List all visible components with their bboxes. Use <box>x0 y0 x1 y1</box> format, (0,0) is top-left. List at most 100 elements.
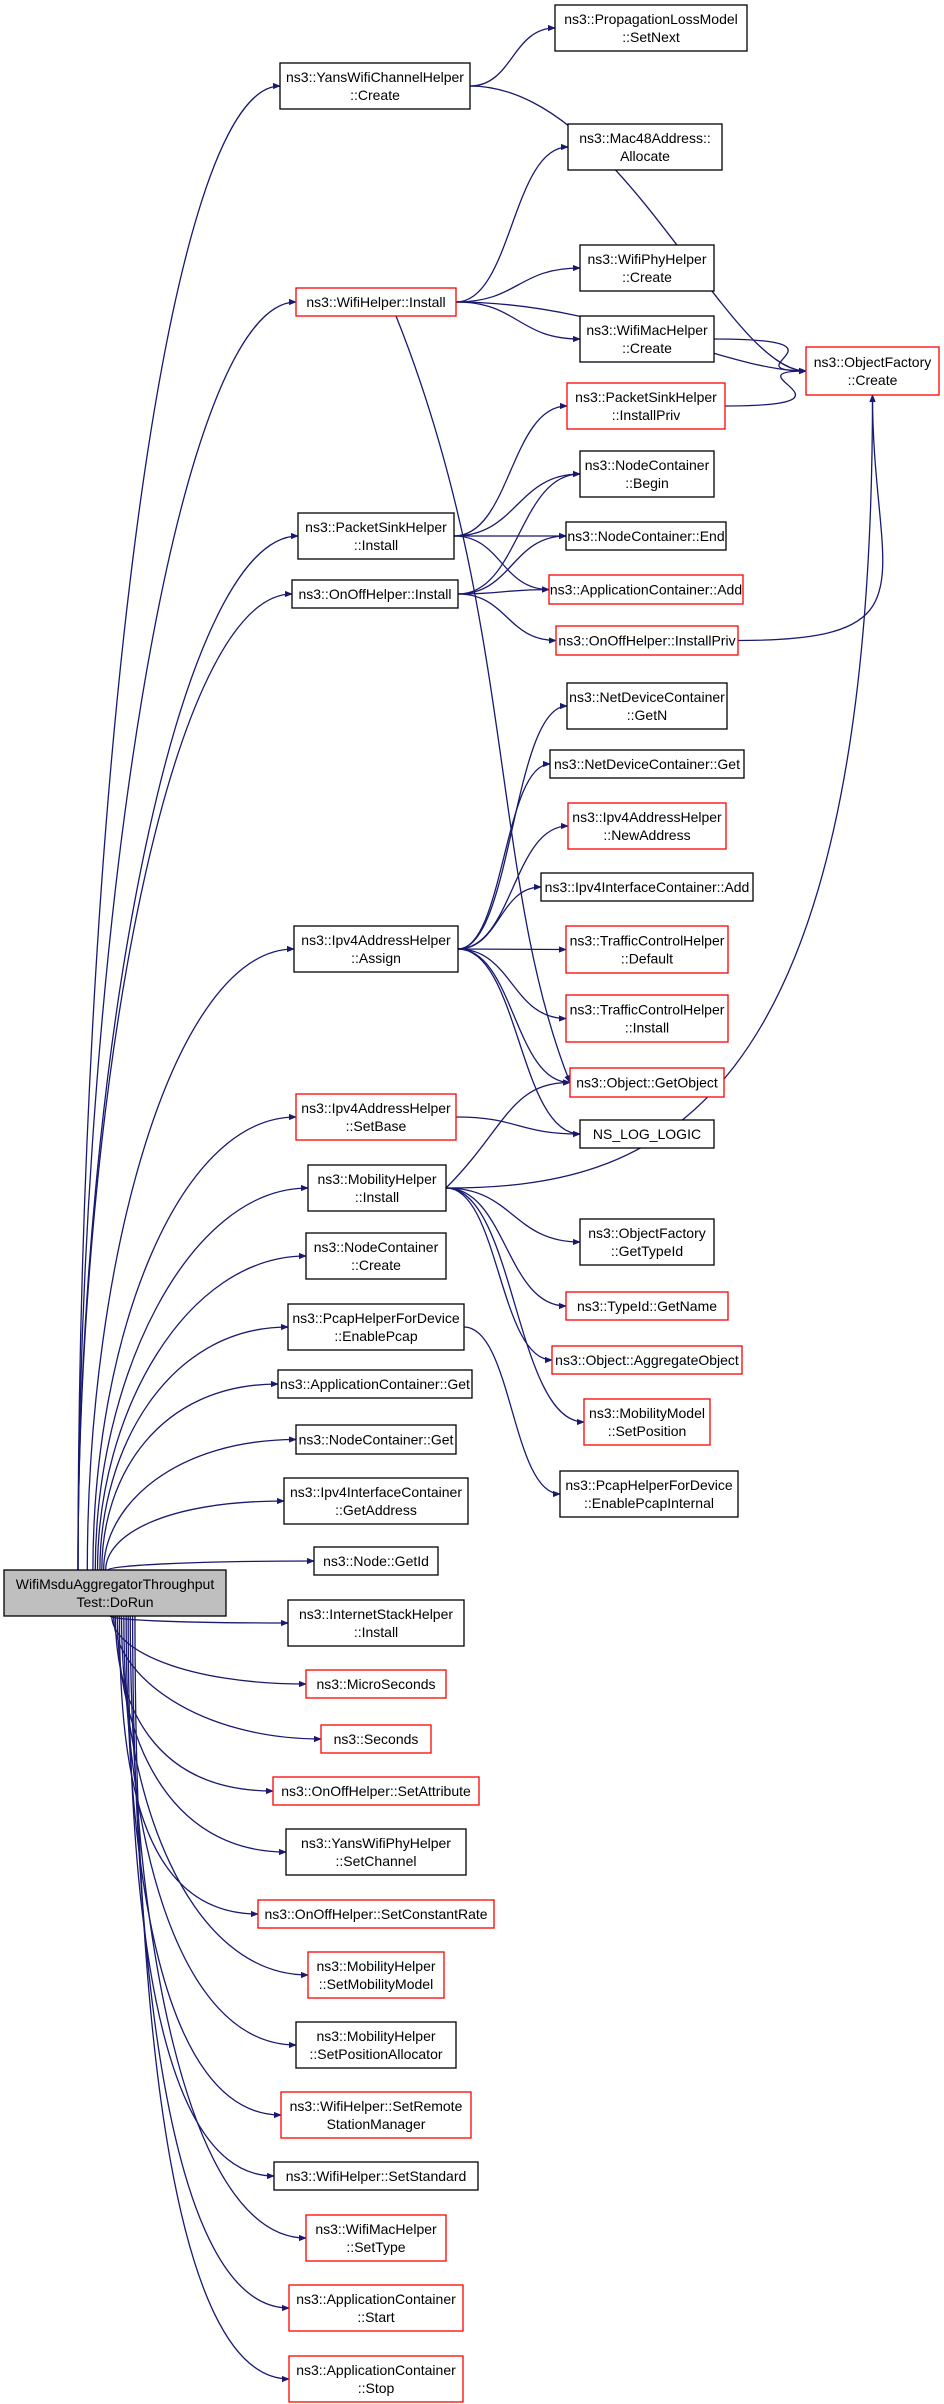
node-box <box>566 382 726 430</box>
node-box <box>295 1093 457 1141</box>
node-onoff-installpriv[interactable]: ns3::OnOffHelper::InstallPriv <box>555 625 739 656</box>
node-packetsink-install[interactable]: ns3::PacketSinkHelper::Install <box>297 512 455 560</box>
node-box <box>277 1369 473 1399</box>
node-nodecontainer-end[interactable]: ns3::NodeContainer::End <box>565 521 727 551</box>
node-box <box>295 2021 457 2069</box>
node-box <box>551 1345 743 1375</box>
node-wifi-install[interactable]: ns3::WifiHelper::Install <box>295 287 457 317</box>
node-box <box>280 2091 472 2139</box>
node-mobility-setposalloc[interactable]: ns3::MobilityHelper::SetPositionAllocato… <box>295 2021 457 2069</box>
node-internetstack-install[interactable]: ns3::InternetStackHelper::Install <box>287 1599 465 1647</box>
node-appcontainer-add[interactable]: ns3::ApplicationContainer::Add <box>548 574 744 605</box>
node-label: ::Begin <box>625 475 669 491</box>
node-box <box>583 1398 711 1446</box>
node-onoff-setconstantrate[interactable]: ns3::OnOffHelper::SetConstantRate <box>257 1899 495 1929</box>
node-label: ns3::ObjectFactory <box>814 354 932 370</box>
node-box <box>565 521 727 551</box>
node-nodecontainer-begin[interactable]: ns3::NodeContainer::Begin <box>579 450 715 498</box>
node-label: ::GetN <box>627 707 667 723</box>
node-packetsink-installpriv[interactable]: ns3::PacketSinkHelper::InstallPriv <box>566 382 726 430</box>
node-netdev-get[interactable]: ns3::NetDeviceContainer::Get <box>549 749 745 779</box>
node-label: ::Start <box>357 2309 394 2325</box>
node-label: ::Create <box>351 1257 401 1273</box>
node-label: StationManager <box>327 2116 426 2132</box>
node-label: ns3::ObjectFactory <box>588 1225 706 1241</box>
node-nodecontainer-create[interactable]: ns3::NodeContainer::Create <box>305 1232 447 1280</box>
node-microseconds[interactable]: ns3::MicroSeconds <box>305 1669 447 1699</box>
node-label: ns3::MicroSeconds <box>316 1676 435 1692</box>
node-mobilitymodel-setposition[interactable]: ns3::MobilityModel::SetPosition <box>583 1398 711 1446</box>
node-tc-install[interactable]: ns3::TrafficControlHelper::Install <box>565 994 729 1043</box>
edge-root-to-wifi-setremote <box>125 1615 282 2119</box>
edge-wifi-install-to-wifiphy-create <box>455 264 581 303</box>
node-node-getid[interactable]: ns3::Node::GetId <box>313 1546 439 1576</box>
edge-yans-channel-create-to-objfactory-create <box>469 85 807 375</box>
node-ipv4addr-setbase[interactable]: ns3::Ipv4AddressHelper::SetBase <box>295 1093 457 1141</box>
node-object-getobject[interactable]: ns3::Object::GetObject <box>569 1067 725 1098</box>
node-label: ns3::Ipv4AddressHelper <box>301 1100 451 1116</box>
node-label: ::SetPositionAllocator <box>309 2046 442 2062</box>
node-nodecontainer-get[interactable]: ns3::NodeContainer::Get <box>295 1424 457 1455</box>
node-box <box>565 1291 729 1321</box>
node-box <box>305 2214 447 2262</box>
edge-ipv4addr-assign-to-tc-default <box>457 946 567 953</box>
node-wifimac-settype[interactable]: ns3::WifiMacHelper::SetType <box>305 2214 447 2262</box>
node-ipv4addr-newaddress[interactable]: ns3::Ipv4AddressHelper::NewAddress <box>567 802 727 850</box>
node-label: ::SetNext <box>622 29 680 45</box>
node-yansphy-setchannel[interactable]: ns3::YansWifiPhyHelper::SetChannel <box>285 1828 467 1876</box>
node-wifimac-create[interactable]: ns3::WifiMacHelper::Create <box>579 315 715 363</box>
node-appcontainer-get[interactable]: ns3::ApplicationContainer::Get <box>277 1369 473 1399</box>
node-pcap-enablepcap[interactable]: ns3::PcapHelperForDevice::EnablePcap <box>287 1303 465 1351</box>
node-netdev-getn[interactable]: ns3::NetDeviceContainer::GetN <box>566 682 728 730</box>
node-label: ::GetAddress <box>335 1502 417 1518</box>
node-ipv4if-add[interactable]: ns3::Ipv4InterfaceContainer::Add <box>540 872 754 902</box>
node-mac48-allocate[interactable]: ns3::Mac48Address::Allocate <box>567 123 723 171</box>
node-label: ns3::NodeContainer::End <box>567 528 724 544</box>
node-box <box>579 315 715 363</box>
node-pcap-enablepcapinternal[interactable]: ns3::PcapHelperForDevice::EnablePcapInte… <box>559 1470 739 1518</box>
edge-root-to-pcap-enablepcap <box>99 1323 289 1571</box>
edge-root-to-packetsink-install <box>77 532 299 1571</box>
node-box <box>297 512 455 560</box>
node-label: ns3::YansWifiChannelHelper <box>286 69 464 85</box>
node-wifiphy-create[interactable]: ns3::WifiPhyHelper::Create <box>579 244 715 292</box>
node-appcontainer-start[interactable]: ns3::ApplicationContainer::Start <box>288 2284 464 2332</box>
node-label: ns3::NodeContainer <box>585 457 710 473</box>
node-onoff-install[interactable]: ns3::OnOffHelper::Install <box>291 579 459 609</box>
node-ipv4if-getaddress[interactable]: ns3::Ipv4InterfaceContainer::GetAddress <box>283 1477 469 1525</box>
node-ipv4addr-assign[interactable]: ns3::Ipv4AddressHelper::Assign <box>293 925 459 973</box>
edge-root-to-ipv4addr-setbase <box>92 1113 297 1571</box>
node-tc-default[interactable]: ns3::TrafficControlHelper::Default <box>565 925 729 974</box>
node-objfactory-create[interactable]: ns3::ObjectFactory::Create <box>805 346 940 396</box>
node-onoff-setattribute[interactable]: ns3::OnOffHelper::SetAttribute <box>272 1776 480 1806</box>
node-label: ns3::Object::GetObject <box>576 1075 718 1091</box>
node-seconds[interactable]: ns3::Seconds <box>320 1724 432 1754</box>
node-label: ns3::InternetStackHelper <box>299 1606 453 1622</box>
node-typeid-getname[interactable]: ns3::TypeId::GetName <box>565 1291 729 1321</box>
edge-mobility-install-to-object-getobject <box>445 1079 571 1189</box>
node-prop-setnext[interactable]: ns3::PropagationLossModel::SetNext <box>554 4 748 52</box>
node-box <box>295 1424 457 1455</box>
node-label: ns3::PacketSinkHelper <box>305 519 447 535</box>
node-mobility-install[interactable]: ns3::MobilityHelper::Install <box>307 1164 447 1212</box>
edge-ipv4addr-assign-to-netdev-get <box>457 760 551 950</box>
node-label: ::Assign <box>351 950 401 966</box>
edge-packetsink-installpriv-to-objfactory-create <box>724 367 807 407</box>
edge-wifi-install-to-wifimac-create <box>455 301 581 343</box>
edge-root-to-wifi-install <box>77 298 297 1571</box>
node-objfactory-gettypeid[interactable]: ns3::ObjectFactory::GetTypeId <box>579 1218 715 1266</box>
edge-packetsink-install-to-nodecontainer-begin <box>453 470 581 537</box>
node-box <box>279 62 471 110</box>
edge-packetsink-install-to-packetsink-installpriv <box>453 402 568 537</box>
node-mobility-setmodel[interactable]: ns3::MobilityHelper::SetMobilityModel <box>307 1951 445 1999</box>
node-box <box>305 1669 447 1699</box>
node-yans-channel-create[interactable]: ns3::YansWifiChannelHelper::Create <box>279 62 471 110</box>
node-object-aggregate[interactable]: ns3::Object::AggregateObject <box>551 1345 743 1375</box>
node-appcontainer-stop[interactable]: ns3::ApplicationContainer::Stop <box>288 2355 464 2403</box>
node-label: ns3::NetDeviceContainer <box>569 689 725 705</box>
node-ns-log-logic[interactable]: NS_LOG_LOGIC <box>579 1119 715 1149</box>
node-wifi-setstandard[interactable]: ns3::WifiHelper::SetStandard <box>273 2161 479 2191</box>
